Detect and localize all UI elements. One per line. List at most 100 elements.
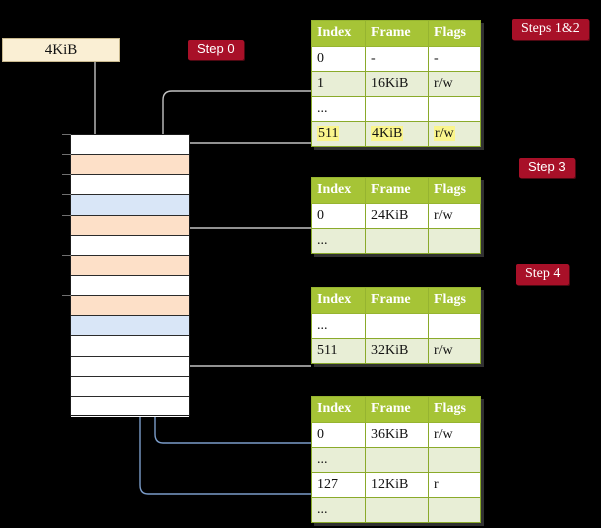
table-cell: r/w [428,422,481,448]
table-cell [365,96,429,122]
table-cell: 127 [311,472,366,498]
table-cell [365,447,429,473]
column-header-frame: Frame [365,287,429,314]
memory-tick [62,154,71,155]
table-cell: r/w [428,71,481,97]
table-cell: 0 [311,203,366,229]
table-cell: - [365,46,429,72]
memory-frame-row [71,215,189,236]
column-header-frame: Frame [365,396,429,423]
table-cell: r [428,472,481,498]
memory-frame-row [71,316,189,337]
table-cell: ... [311,313,366,339]
memory-frame-row [71,356,189,377]
table-cell [428,447,481,473]
memory-frame-row [71,376,189,397]
column-header-flags: Flags [428,287,481,314]
table-cell: r/w [428,203,481,229]
badge-step-3-label: Step 3 [528,159,566,174]
source-address-label: 4KiB [44,41,78,58]
memory-frame-row [71,135,189,156]
badge-step-0-label: Step 0 [197,41,235,56]
wire-l1-0-to-frame [173,227,311,289]
column-header-flags: Flags [428,396,481,423]
table-cell: 32KiB [365,338,429,364]
table-cell: 36KiB [365,422,429,448]
physical-memory-frames [70,134,190,417]
table-cell: 16KiB [365,71,429,97]
badge-step-0: Step 0 [188,40,244,60]
memory-frame-row [71,175,189,196]
table-cell: ... [311,497,366,523]
wire-l2-511-to-frame [177,311,311,367]
table-cell: ... [311,228,366,254]
memory-tick [62,174,71,175]
badge-step-4-label: Step 4 [525,266,561,281]
table-row: ... [311,96,481,122]
table-cell: r/w [428,121,481,147]
table-row: ... [311,228,481,254]
table-row: ... [311,447,481,473]
badge-step-3: Step 3 [519,158,575,178]
badge-step-4: Step 4 [516,264,570,286]
column-header-frame: Frame [365,20,429,47]
memory-tick [62,255,71,256]
memory-frame-row [71,255,189,276]
source-address-box: 4KiB [2,38,120,62]
column-header-flags: Flags [428,177,481,204]
memory-frame-row [71,296,189,317]
column-header-flags: Flags [428,20,481,47]
table-cell [365,313,429,339]
memory-frame-row [71,195,189,216]
table-cell: - [428,46,481,72]
table-cell: 24KiB [365,203,429,229]
highlighted-value: 4KiB [371,125,404,141]
badge-steps-1-2: Steps 1&2 [512,19,589,41]
memory-tick [62,295,71,296]
memory-tick [62,134,71,135]
table-row: ... [311,313,481,339]
column-header-index: Index [311,287,366,314]
table-cell: 1 [311,71,366,97]
table-cell: r/w [428,338,481,364]
column-header-index: Index [311,20,366,47]
table-cell [365,228,429,254]
highlighted-value: 511 [317,125,340,141]
column-header-frame: Frame [365,177,429,204]
memory-frame-row [71,155,189,176]
memory-frame-row [71,235,189,256]
badge-steps-1-2-label: Steps 1&2 [521,21,580,36]
table-cell: 511 [311,338,366,364]
table-cell: 0 [311,422,366,448]
table-cell: 4KiB [365,121,429,147]
table-cell [428,497,481,523]
table-row: 0-- [311,46,481,72]
table-row: ... [311,497,481,523]
column-header-index: Index [311,177,366,204]
table-cell [428,313,481,339]
memory-frame-row [71,336,189,357]
table-cell [365,497,429,523]
table-row: 511 4KiB r/w [311,121,481,147]
table-cell [428,228,481,254]
column-header-index: Index [311,396,366,423]
memory-tick [62,194,71,195]
memory-frame-row [71,275,189,297]
table-cell: 0 [311,46,366,72]
highlighted-value: r/w [434,125,455,141]
table-cell: ... [311,96,366,122]
table-cell [428,96,481,122]
